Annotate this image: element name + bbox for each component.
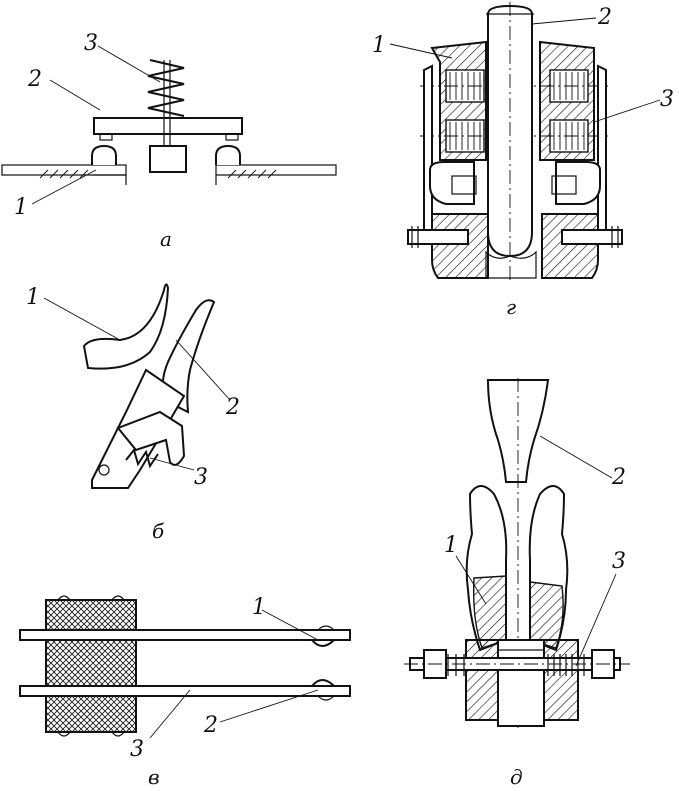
label-1: 1	[252, 595, 266, 620]
rod-contact	[485, 2, 537, 284]
fixed-contacts	[91, 144, 241, 165]
base-plate	[1, 164, 337, 185]
jaw-contacts	[465, 485, 569, 652]
label-3: 3	[660, 87, 674, 112]
figure-d: 2 1 3 д	[404, 378, 630, 789]
lamella-contacts	[429, 161, 601, 205]
figure-b: 1 2 3 б	[26, 283, 240, 543]
bolt-and-spring	[404, 649, 630, 679]
caption-v: в	[148, 765, 160, 789]
insulating-block	[45, 595, 137, 737]
lower-clamp-body	[407, 213, 623, 279]
spring-stacks	[420, 69, 610, 153]
figure-a: 3 2 1 а	[1, 31, 337, 251]
label-2: 2	[597, 5, 612, 30]
caption-g: г	[506, 295, 516, 319]
label-3: 3	[130, 737, 144, 762]
label-3: 3	[612, 549, 626, 574]
caption-a: а	[160, 227, 172, 251]
label-2: 2	[27, 67, 42, 92]
label-1: 1	[26, 285, 40, 310]
label-2: 2	[611, 465, 626, 490]
label-3: 3	[194, 465, 208, 490]
base-block	[465, 639, 579, 727]
label-1: 1	[14, 195, 28, 220]
caption-b: б	[152, 519, 165, 543]
figure-v: 1 2 3 в	[19, 595, 351, 789]
leader-lines-v	[149, 609, 319, 739]
contact-tips	[309, 625, 337, 701]
leader-lines-b	[43, 297, 231, 471]
label-2: 2	[203, 713, 218, 738]
label-2: 2	[225, 395, 240, 420]
bridge-contact	[93, 117, 243, 141]
spring	[147, 59, 185, 117]
label-1: 1	[444, 533, 458, 558]
caption-d: д	[510, 765, 523, 789]
leader-lines-d	[455, 435, 617, 667]
contact-lever	[91, 368, 186, 489]
label-1: 1	[372, 33, 386, 58]
rod	[149, 60, 187, 173]
figure-g: 1 2 3 г	[372, 2, 674, 319]
leader-lines	[31, 45, 161, 205]
label-3: 3	[84, 31, 98, 56]
leader-lines-g	[389, 17, 661, 123]
spring-b	[125, 447, 159, 469]
